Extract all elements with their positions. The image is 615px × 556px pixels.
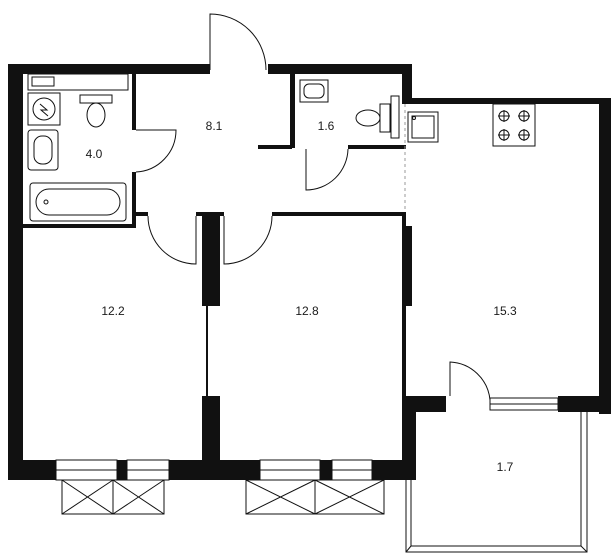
wall-top-right <box>402 98 611 104</box>
balcony-area-label: 1.7 <box>497 460 514 474</box>
toilet-door[interactable] <box>305 148 349 191</box>
bath-toilet-icon <box>79 94 113 104</box>
bedroom-left-door[interactable] <box>147 215 197 265</box>
room-labels: 4.0 8.1 1.6 12.2 12.8 15.3 1.7 <box>86 119 517 474</box>
wall-step <box>402 64 412 102</box>
wall-bath-right-upper <box>132 74 136 130</box>
bedroom-middle-door[interactable] <box>223 215 273 265</box>
wall-balcony-side <box>402 396 416 480</box>
wall-bottom-3 <box>169 460 260 480</box>
wall-balcony-right <box>558 396 611 412</box>
kitchen-living-area-label: 15.3 <box>493 304 517 318</box>
entrance-door[interactable] <box>209 13 267 71</box>
cooktop-icon <box>492 103 536 147</box>
doors[interactable] <box>135 13 491 401</box>
wall-bottom-1 <box>8 460 56 480</box>
wall-bottom-2 <box>117 460 127 480</box>
wall-bottom-4 <box>320 460 332 480</box>
wall-bath-right-lower <box>132 172 136 228</box>
toilet-sink-icon <box>299 79 329 103</box>
windows <box>55 397 559 481</box>
toilet-area-label: 1.6 <box>318 119 335 133</box>
wall-partition-2 <box>402 226 412 306</box>
bathroom-door[interactable] <box>135 129 177 173</box>
wall-bath-bottom <box>23 224 136 228</box>
wall-right <box>599 98 611 414</box>
wall-partition-1-upper <box>202 216 220 306</box>
bath-shelf-item <box>31 76 55 87</box>
interior-walls <box>23 74 412 460</box>
wall-top-middle <box>268 64 412 74</box>
toilet-icon <box>379 103 391 133</box>
balcony-door[interactable] <box>449 361 491 401</box>
kitchen-sink-icon <box>407 111 439 143</box>
wall-hall-bottom-3 <box>272 212 406 216</box>
wall-hall-bottom-2 <box>196 212 224 216</box>
bath-shelf <box>27 73 129 91</box>
wall-hall-bottom-1 <box>136 212 148 216</box>
wall-partition-1-line <box>206 216 208 460</box>
wall-top-left <box>8 64 210 74</box>
balcony-railing <box>405 412 588 553</box>
bathroom-area-label: 4.0 <box>86 147 103 161</box>
washing-machine-icon <box>27 92 61 126</box>
wall-partition-2-line <box>402 216 406 396</box>
window-bays <box>61 479 385 515</box>
bedroom-middle-area-label: 12.8 <box>295 304 319 318</box>
wall-left <box>8 64 23 480</box>
wall-toilet-bottom <box>348 145 406 149</box>
bedroom-left-area-label: 12.2 <box>101 304 125 318</box>
wall-toilet-left <box>290 74 295 148</box>
wall-partition-1-lower <box>202 396 220 460</box>
fixtures <box>27 73 536 222</box>
wall-hall-stub <box>258 145 292 149</box>
bathtub-icon <box>29 182 127 222</box>
hallway-area-label: 8.1 <box>206 119 223 133</box>
exterior-walls <box>8 64 611 480</box>
bath-sink-icon <box>27 129 59 171</box>
